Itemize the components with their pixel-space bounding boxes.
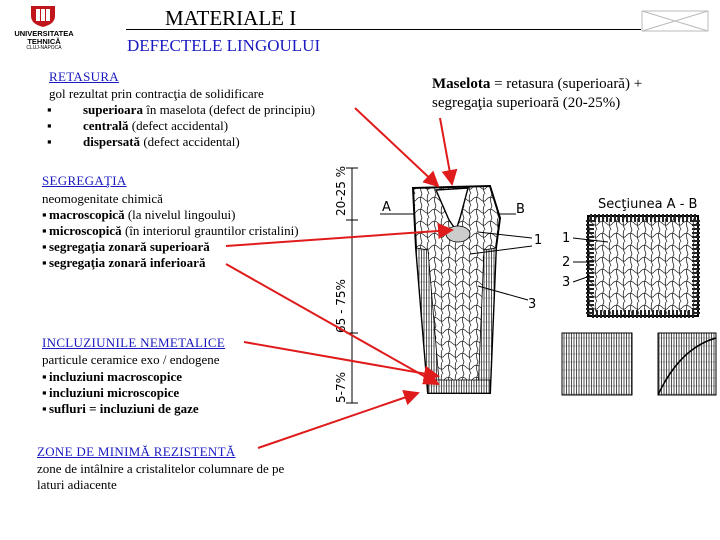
retasura-description: gol rezultat prin contracţia de solidifi… — [49, 86, 264, 101]
logo-line-3: CLUJ-NAPOCA — [26, 45, 62, 51]
list-item: ▪superioara în maselota (defect de princ… — [47, 102, 316, 117]
list-item: ▪incluziuni macroscopice — [42, 369, 183, 384]
ingot-drawing: 20-25 % 65 - 75% 5-7% A B 1 3 Secţiunea … — [334, 166, 717, 404]
callout-line — [572, 237, 609, 243]
callout-line — [477, 285, 529, 301]
section-num-3: 3 — [562, 275, 570, 290]
section-num-1: 1 — [562, 231, 570, 246]
university-logo: UNIVERSITATEA TEHNICĂ CLUJ-NAPOCA — [6, 4, 82, 51]
list-item: ▪sufluri = incluziuni de gaze — [42, 401, 199, 416]
cross-section — [587, 215, 699, 317]
corner-detail-left — [561, 332, 633, 396]
page-title: MATERIALE I — [165, 6, 297, 30]
section-label: Secţiunea A - B — [598, 197, 697, 212]
list-item: ▪segregaţia zonară inferioară — [42, 255, 206, 270]
shrinkage-cavity — [434, 187, 469, 232]
retasura-heading: RETASURA — [49, 69, 119, 84]
arrow-zone — [257, 389, 420, 449]
arrow-segregatia-inf — [225, 263, 440, 385]
arrow-retasura — [354, 107, 440, 188]
list-item: ▪dispersată (defect accidental) — [47, 134, 240, 149]
title-underline — [126, 29, 641, 30]
callout-line — [469, 245, 533, 255]
label-bot-percent: 5-7% — [334, 372, 348, 403]
zone-description-line-1: zone de intâlnire a cristalitelor column… — [37, 461, 285, 476]
arrow-incluziuni — [243, 341, 440, 382]
list-item: ▪macroscopică (la nivelul lingoului) — [42, 207, 236, 222]
segregatia-heading: SEGREGAŢIA — [42, 173, 127, 188]
corner-detail-right — [657, 332, 717, 396]
crest-icon — [31, 6, 55, 27]
logo-line-1: UNIVERSITATEA — [14, 29, 74, 38]
corner-detail-right-curve — [657, 337, 717, 396]
label-b: B — [516, 202, 525, 217]
label-mid-percent: 65 - 75% — [334, 279, 348, 333]
list-item: ▪incluziuni microscopice — [42, 385, 180, 400]
maselota-line-1: Maselota = retasura (superioară) + — [432, 76, 643, 92]
maselota-note: Maselota = retasura (superioară) + segre… — [432, 75, 717, 113]
incluziuni-list: ▪incluziuni macroscopice ▪incluziuni mic… — [42, 369, 199, 417]
corner-decoration-icon — [641, 10, 709, 32]
callout-num-1: 1 — [534, 233, 542, 248]
segregatia-list: ▪macroscopică (la nivelul lingoului) ▪mi… — [42, 207, 299, 271]
callout-line — [477, 231, 533, 239]
arrow-maselota — [439, 117, 458, 186]
list-item: ▪centrală (defect accidental) — [47, 118, 229, 133]
callout-line — [572, 275, 591, 283]
zone-heading: ZONE DE MINIMĂ REZISTENTĂ — [37, 444, 236, 459]
maselota-line-2: segregaţia superioară (20-25%) — [432, 95, 621, 111]
segregatia-description: neomogenitate chimică — [42, 191, 163, 206]
ingot-columnar-zone — [427, 379, 491, 394]
callout-num-3: 3 — [528, 297, 536, 312]
list-item: ▪segregaţia zonară superioară — [42, 239, 210, 254]
section-num-2: 2 — [562, 255, 570, 270]
cross-section-columnar — [586, 214, 700, 318]
logo-line-2: TEHNICĂ — [27, 37, 61, 46]
incluziuni-heading: INCLUZIUNILE NEMETALICE — [42, 335, 226, 350]
retasura-list: ▪superioara în maselota (defect de princ… — [47, 102, 315, 150]
label-a: A — [382, 200, 391, 215]
label-top-percent: 20-25 % — [334, 166, 348, 216]
zone-description-line-2: laturi adiacente — [37, 477, 117, 492]
arrow-segregatia-sup — [225, 223, 454, 247]
page-subtitle: DEFECTELE LINGOULUI — [127, 36, 321, 55]
incluziuni-description: particule ceramice exo / endogene — [42, 352, 220, 367]
list-item: ▪microscopică (în interiorul grauntilor … — [42, 223, 299, 238]
